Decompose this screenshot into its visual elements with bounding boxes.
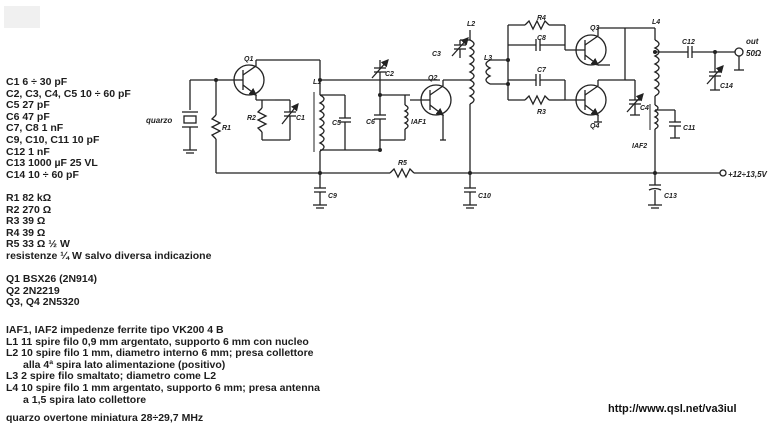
- label-l4: L4: [652, 19, 660, 26]
- label-q3: Q3: [590, 25, 599, 32]
- source-url: http://www.qsl.net/va3iul: [608, 403, 737, 415]
- label-c8: C8: [537, 35, 546, 42]
- inductor-list: IAF1, IAF2 impedenze ferrite tipo VK200 …: [6, 324, 320, 406]
- capacitor-item: C7, C8 1 nF: [6, 122, 64, 135]
- label-c10: C10: [478, 193, 491, 200]
- capacitor-item: C12 1 nF: [6, 145, 50, 158]
- label-out-impedance: 50Ω: [746, 49, 762, 58]
- resistor-note: resistenze ¼ W salvo diversa indicazione: [6, 249, 212, 262]
- label-c14: C14: [720, 83, 733, 90]
- blank-label-area: [4, 6, 40, 28]
- label-l2: L2: [467, 21, 475, 28]
- label-c13: C13: [664, 193, 677, 200]
- capacitor-item: C6 47 pF: [6, 110, 50, 123]
- label-crystal: quarzo: [146, 116, 172, 125]
- resistor-item: R3 39 Ω: [6, 215, 46, 228]
- label-r2: R2: [247, 115, 256, 122]
- capacitor-item: C14 10 ÷ 60 pF: [6, 168, 79, 181]
- transistor-item: Q1 BSX26 (2N914): [6, 273, 98, 285]
- label-c7: C7: [537, 67, 547, 74]
- transistor-item: Q3, Q4 2N5320: [6, 296, 80, 309]
- inductor-item: L3 2 spire filo smaltato; diametro come …: [6, 370, 217, 383]
- capacitor-item: C13 1000 µF 25 VL: [6, 157, 98, 170]
- resistor-item: R2 270 Ω: [6, 203, 52, 216]
- crystal-symbol: [182, 111, 198, 128]
- label-c4: C4: [640, 105, 649, 112]
- resistor-item: R5 33 Ω ½ W: [6, 238, 70, 251]
- capacitor-item: C1 6 ÷ 30 pF: [6, 76, 68, 88]
- transistor-q2: [410, 84, 452, 116]
- resistor-r1: [210, 110, 222, 173]
- resistor-list: R1 82 kΩ R2 270 Ω R3 39 Ω R4 39 Ω R5 33 …: [6, 192, 212, 263]
- capacitor-item: C2, C3, C4, C5 10 ÷ 60 pF: [6, 87, 131, 100]
- inductor-item: IAF1, IAF2 impedenze ferrite tipo VK200 …: [6, 324, 224, 336]
- label-q4: Q4: [590, 123, 599, 130]
- label-c9: C9: [328, 193, 337, 200]
- transistor-q1: [232, 64, 265, 96]
- label-c1: C1: [296, 115, 305, 122]
- inductor-item-continued: alla 4ª spira lato alimentazione (positi…: [23, 358, 226, 371]
- label-q2: Q2: [428, 75, 437, 82]
- label-c6: C6: [366, 119, 375, 126]
- inductor-item: L4 10 spire filo 1 mm argentato, support…: [6, 381, 320, 394]
- capacitor-list: C1 6 ÷ 30 pF C2, C3, C4, C5 10 ÷ 60 pF C…: [6, 76, 131, 181]
- label-r5: R5: [398, 160, 407, 167]
- transistor-q4: [565, 84, 607, 116]
- label-c12: C12: [682, 39, 695, 46]
- resistor-item: R4 39 Ω: [6, 226, 46, 239]
- label-supply: +12÷13,5V: [728, 170, 768, 179]
- label-iaf1: IAF1: [411, 119, 426, 126]
- label-c5: C5: [332, 120, 341, 127]
- label-out: out: [746, 37, 759, 46]
- resistor-item: R1 82 kΩ: [6, 192, 52, 204]
- inductor-item: L1 11 spire filo 0,9 mm argentato, suppo…: [6, 335, 309, 348]
- transistor-list: Q1 BSX26 (2N914) Q2 2N2219 Q3, Q4 2N5320: [6, 273, 98, 309]
- label-r1: R1: [222, 125, 231, 132]
- label-r4: R4: [537, 15, 546, 22]
- label-l1: L1: [313, 79, 321, 86]
- transistor-q3: [565, 34, 607, 66]
- label-q1: Q1: [244, 56, 253, 63]
- capacitor-item: C5 27 pF: [6, 99, 50, 112]
- transistor-item: Q2 2N2219: [6, 284, 60, 297]
- inductor-item: L2 10 spire filo 1 mm, diametro interno …: [6, 347, 314, 360]
- label-c2: C2: [385, 71, 394, 78]
- label-c11: C11: [683, 125, 695, 132]
- label-iaf2: IAF2: [632, 143, 647, 150]
- capacitor-item: C9, C10, C11 10 pF: [6, 133, 100, 146]
- crystal-note: quarzo overtone miniatura 28÷29,7 MHz: [6, 412, 204, 424]
- label-c3: C3: [432, 51, 441, 58]
- label-l3: L3: [484, 55, 492, 62]
- label-r3: R3: [537, 109, 546, 116]
- inductor-item-continued: a 1,5 spira lato collettore: [23, 393, 147, 406]
